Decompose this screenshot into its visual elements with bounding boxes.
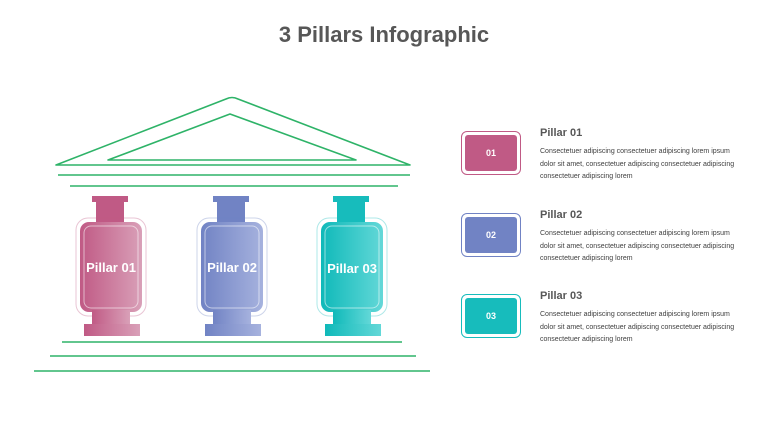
item-02-text: Consectetuer adipiscing consectetuer adi… [540,230,735,262]
pillar-01: Pillar 01 [75,196,147,336]
badge-frame-02 [461,213,521,257]
item-03-text: Consectetuer adipiscing consectetuer adi… [540,311,735,343]
item-01-text: Consectetuer adipiscing consectetuer adi… [540,148,735,180]
pillar-02: Pillar 02 [196,196,268,336]
roof-inner-triangle [107,113,357,161]
item-03-title: Pillar 03 [540,290,583,302]
badge-01: 01 [465,135,517,171]
temple-roof [55,96,411,187]
badge-02: 02 [465,217,517,253]
badge-frame-01 [461,131,521,175]
item-01-title: Pillar 01 [540,127,583,139]
pillar-03: Pillar 03 [316,196,388,336]
pillar-01-label: Pillar 01 [86,260,136,275]
page-title: 3 Pillars Infographic [278,22,490,47]
roof-outer-triangle [55,96,411,166]
badge-03: 03 [465,298,517,334]
item-02-title: Pillar 02 [540,209,583,221]
pillar-02-label: Pillar 02 [207,260,257,275]
badge-frame-03 [461,294,521,338]
pillar-03-label: Pillar 03 [327,261,377,276]
temple-base [34,341,430,372]
